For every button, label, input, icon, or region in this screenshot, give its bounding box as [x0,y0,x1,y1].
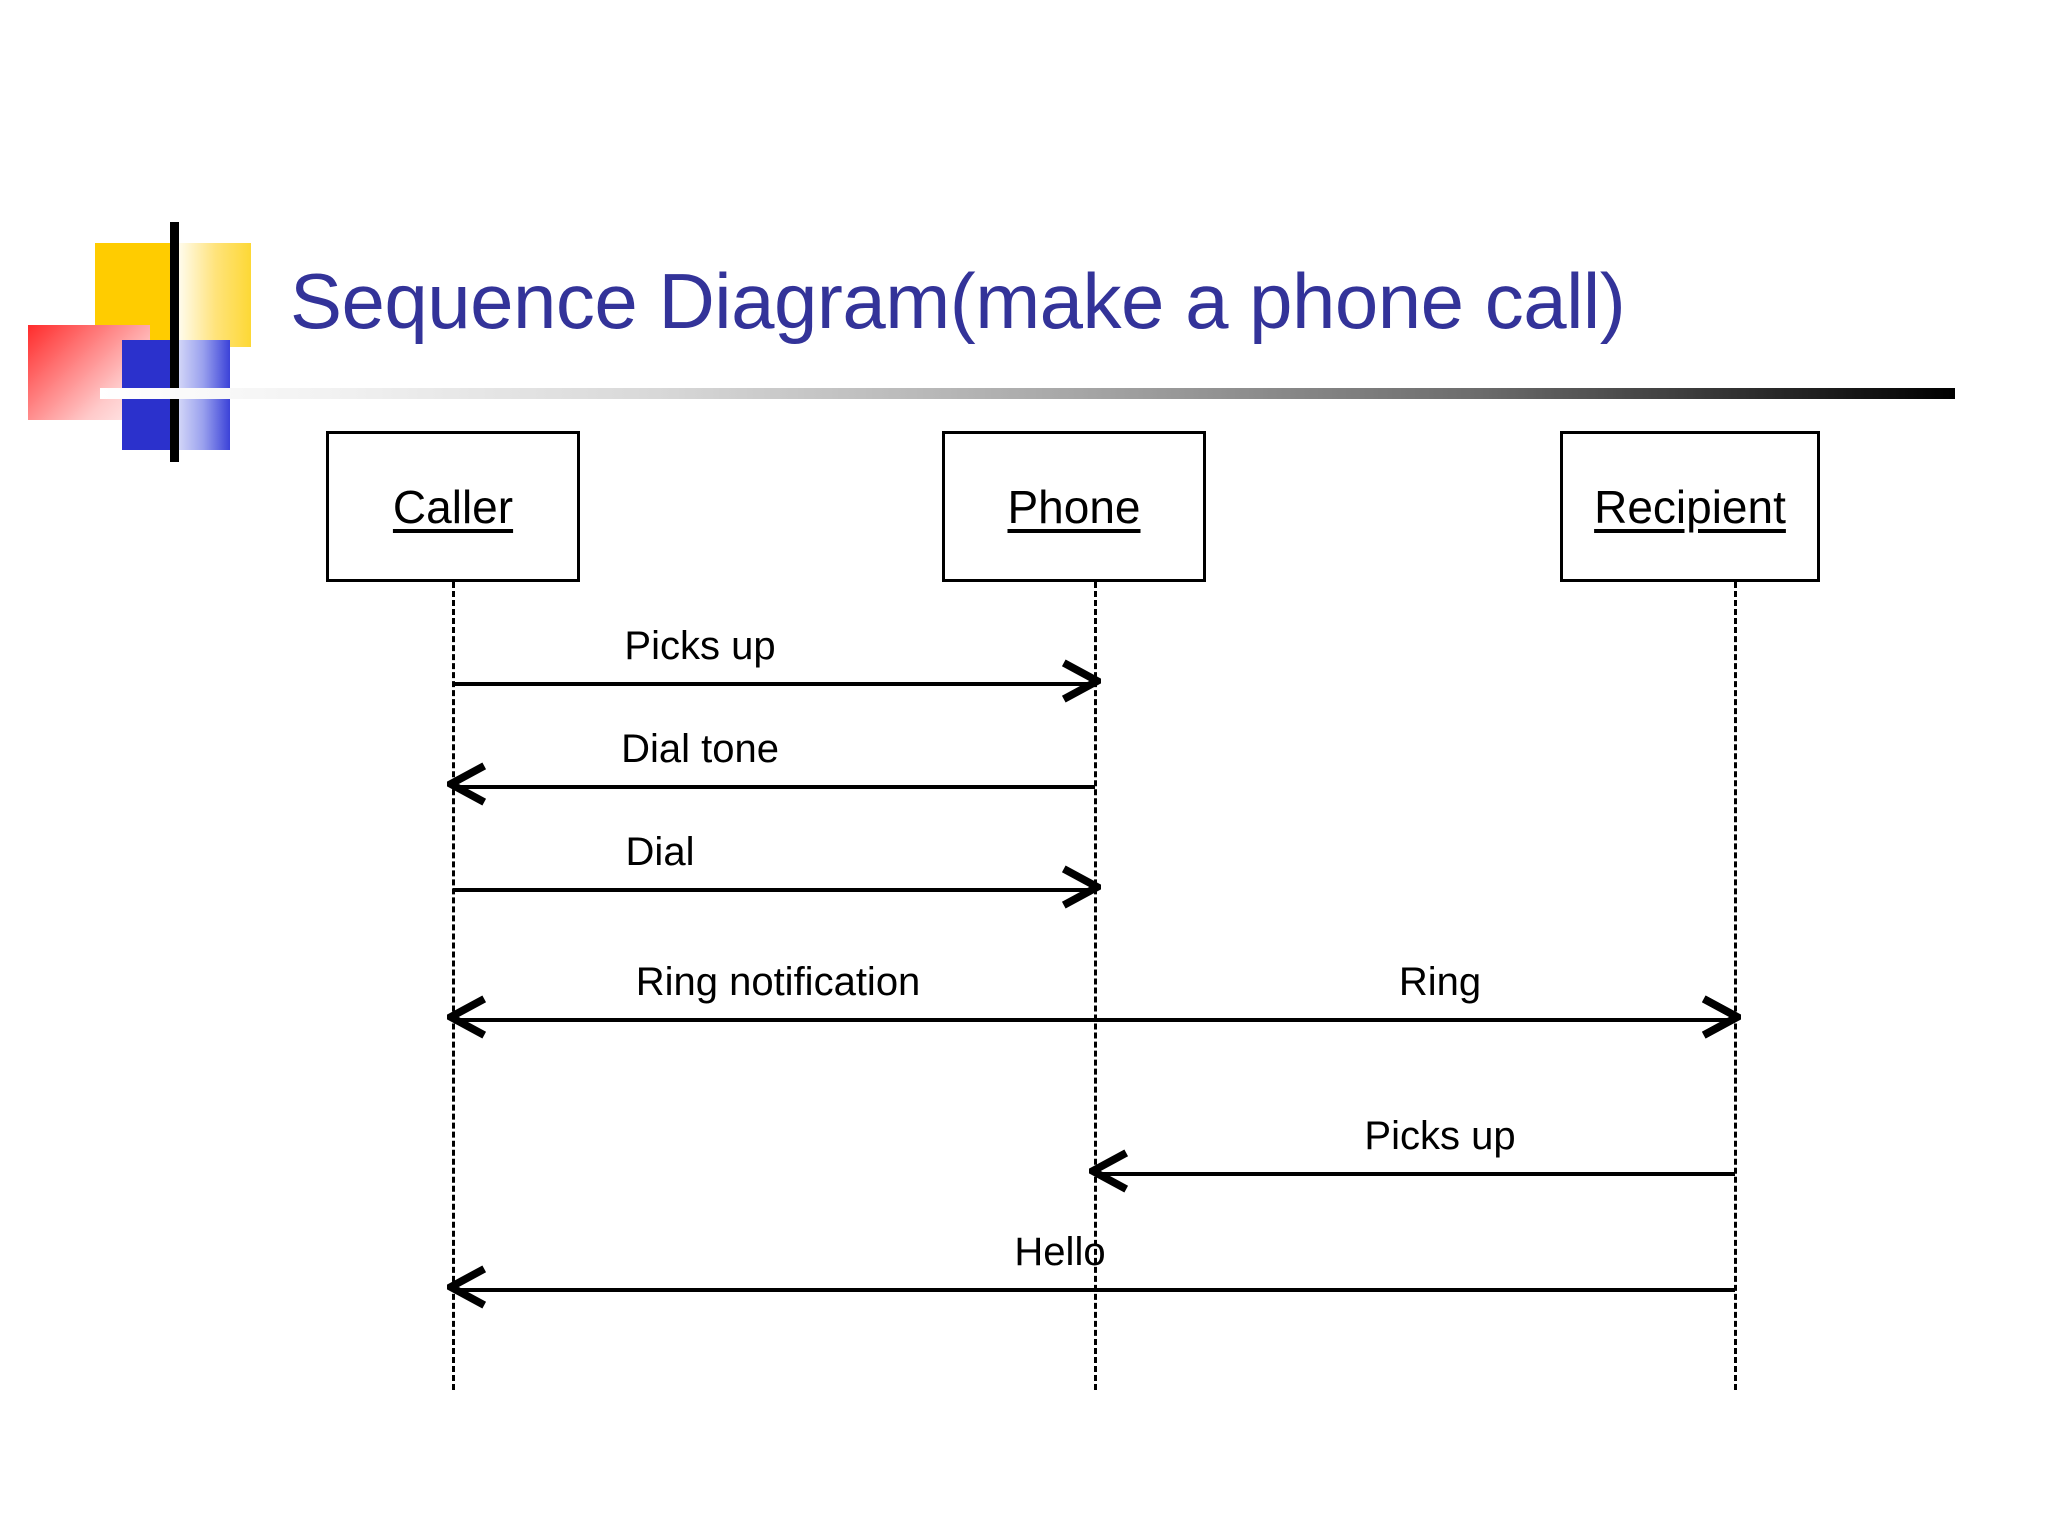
message-line-m6 [453,1288,1735,1292]
message-line-m3 [453,888,1095,892]
message-label-m6: Hello [1014,1230,1106,1274]
lifeline-phone [1094,582,1097,1390]
logo-black-bar [170,222,179,462]
participant-label-phone: Phone [1007,480,1141,533]
message-label-m4b: Ring [1398,960,1482,1004]
arrowhead-right-m1 [1061,659,1101,703]
participant-box-phone[interactable]: Phone [942,431,1206,582]
message-label-m3: Dial [625,830,695,874]
participant-label-recipient: Recipient [1594,480,1786,533]
message-label-m5: Picks up [1364,1114,1516,1158]
message-line-m4 [453,1018,1735,1022]
arrowhead-right-m3 [1061,865,1101,909]
message-line-m4b [1095,1018,1735,1022]
arrowhead-left-m6 [447,1265,487,1309]
slide-title: Sequence Diagram(make a phone call) [290,257,1626,345]
message-line-m1 [453,682,1095,686]
participant-box-caller[interactable]: Caller [326,431,580,582]
participant-box-recipient[interactable]: Recipient [1560,431,1820,582]
arrowhead-right-ring [1701,995,1741,1039]
participant-label-caller: Caller [392,480,514,533]
arrowhead-left-m2 [447,762,487,806]
lifeline-recipient [1734,582,1737,1390]
arrowhead-left-m5 [1089,1149,1129,1193]
lifeline-caller [452,582,455,1390]
logo-yellow-gradient-square [173,243,251,347]
arrowhead-left-m4 [447,995,487,1039]
message-label-m1: Picks up [624,624,776,668]
message-line-m5 [1095,1172,1735,1176]
message-line-m2 [453,785,1095,789]
message-label-m4: Ring notification [635,960,921,1004]
message-label-m2: Dial tone [621,727,779,771]
title-underline-rule [100,388,1955,399]
